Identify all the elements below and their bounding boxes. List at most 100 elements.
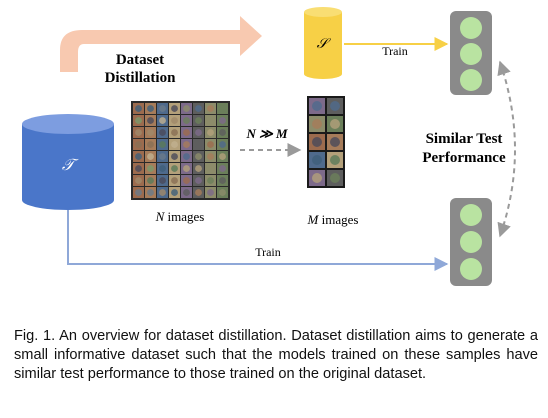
figure-caption: Fig. 1. An overview for dataset distilla… [14, 327, 538, 384]
image-thumbnail-detail [312, 101, 322, 111]
image-thumbnail-detail [312, 119, 322, 129]
image-thumbnail-detail [135, 189, 142, 196]
image-thumbnail-detail [207, 153, 214, 160]
image-thumbnail-detail [171, 153, 178, 160]
image-thumbnail-detail [183, 141, 190, 148]
image-thumbnail-detail [135, 129, 142, 136]
image-thumbnail-detail [147, 117, 154, 124]
image-thumbnail-detail [135, 165, 142, 172]
image-thumbnail-detail [171, 177, 178, 184]
image-thumbnail-detail [183, 189, 190, 196]
image-thumbnail-detail [330, 155, 340, 165]
image-thumbnail-detail [171, 117, 178, 124]
m-images-text: images [318, 212, 358, 227]
image-thumbnail-detail [207, 141, 214, 148]
similar-test-label-line2: Performance [422, 150, 506, 166]
image-thumbnail-detail [183, 153, 190, 160]
image-thumbnail-detail [330, 137, 340, 147]
image-thumbnail-detail [219, 117, 226, 124]
synthetic-dataset-cylinder [304, 7, 342, 79]
image-thumbnail-detail [147, 189, 154, 196]
synthetic-images-grid [307, 96, 345, 188]
image-thumbnail-detail [219, 141, 226, 148]
image-thumbnail-detail [135, 177, 142, 184]
image-thumbnail-detail [195, 117, 202, 124]
image-thumbnail-detail [207, 189, 214, 196]
image-thumbnail-detail [195, 165, 202, 172]
image-thumbnail-detail [195, 105, 202, 112]
image-thumbnail-detail [147, 141, 154, 148]
image-thumbnail-detail [159, 129, 166, 136]
image-thumbnail-detail [171, 129, 178, 136]
n-images-label: N images [155, 209, 205, 224]
n-images-variable: N [155, 209, 166, 224]
similar-performance-dashed-arrow [497, 60, 516, 238]
image-thumbnail-detail [171, 141, 178, 148]
image-thumbnail-detail [183, 177, 190, 184]
image-thumbnail-detail [195, 141, 202, 148]
image-thumbnail-detail [219, 189, 226, 196]
m-images-label: M images [307, 212, 359, 227]
image-thumbnail-detail [135, 141, 142, 148]
real-images-grid [131, 101, 230, 200]
model-top [450, 11, 492, 95]
image-thumbnail-detail [183, 105, 190, 112]
distillation-label-line1: Dataset [116, 52, 164, 68]
image-thumbnail-detail [171, 165, 178, 172]
image-thumbnail-detail [171, 105, 178, 112]
image-thumbnail-detail [135, 105, 142, 112]
n-images-text: images [164, 209, 204, 224]
image-thumbnail-detail [207, 177, 214, 184]
image-thumbnail-detail [171, 189, 178, 196]
image-thumbnail-detail [219, 105, 226, 112]
image-thumbnail-detail [312, 173, 322, 183]
image-thumbnail-detail [219, 177, 226, 184]
image-thumbnail-detail [330, 173, 340, 183]
image-thumbnail-detail [159, 177, 166, 184]
image-thumbnail-detail [195, 177, 202, 184]
image-thumbnail-detail [219, 153, 226, 160]
model-bottom [450, 198, 492, 286]
image-thumbnail-detail [147, 105, 154, 112]
image-thumbnail-detail [159, 189, 166, 196]
image-thumbnail-detail [195, 153, 202, 160]
image-thumbnail-detail [135, 117, 142, 124]
image-thumbnail-detail [219, 129, 226, 136]
image-thumbnail-detail [147, 165, 154, 172]
image-thumbnail-detail [159, 117, 166, 124]
image-thumbnail-detail [207, 105, 214, 112]
image-thumbnail-detail [159, 105, 166, 112]
m-images-variable: M [307, 212, 320, 227]
image-thumbnail-detail [330, 119, 340, 129]
distillation-arrow [60, 16, 262, 72]
image-thumbnail-detail [159, 141, 166, 148]
train-arrow-bottom [67, 210, 449, 271]
caption-text: An overview for dataset distillation. Da… [14, 328, 538, 382]
image-thumbnail-detail [312, 155, 322, 165]
relation-label: N ≫ M [245, 126, 287, 141]
dataset-distillation-diagram: Dataset Distillation 𝒮 Train 𝒯 N images … [22, 7, 516, 286]
distillation-label-line2: Distillation [105, 70, 176, 86]
image-thumbnail-detail [147, 153, 154, 160]
image-thumbnail-detail [135, 153, 142, 160]
original-dataset-cylinder [22, 114, 114, 210]
image-thumbnail-detail [207, 117, 214, 124]
image-thumbnail-detail [147, 129, 154, 136]
image-thumbnail-detail [330, 101, 340, 111]
image-thumbnail-detail [183, 117, 190, 124]
image-thumbnail-detail [312, 137, 322, 147]
image-thumbnail-detail [159, 153, 166, 160]
image-thumbnail-detail [207, 165, 214, 172]
image-thumbnail-detail [183, 129, 190, 136]
train-label-top: Train [382, 44, 408, 58]
image-thumbnail-detail [207, 129, 214, 136]
image-thumbnail-detail [147, 177, 154, 184]
image-thumbnail-detail [195, 129, 202, 136]
similar-test-label-line1: Similar Test [426, 131, 503, 147]
image-thumbnail-detail [195, 189, 202, 196]
caption-prefix: Fig. 1. [14, 328, 56, 344]
image-thumbnail-detail [183, 165, 190, 172]
image-thumbnail-detail [159, 165, 166, 172]
train-label-bottom: Train [255, 245, 281, 259]
image-thumbnail-detail [219, 165, 226, 172]
